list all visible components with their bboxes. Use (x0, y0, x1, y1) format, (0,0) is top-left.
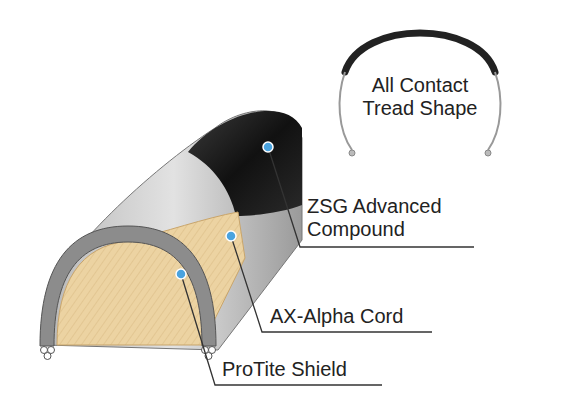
part-name: AX-Alpha Cord (270, 305, 470, 328)
tire-section (40, 226, 216, 346)
part-name: ZSG Advanced Compound (307, 195, 477, 241)
tire-casing (45, 111, 302, 350)
bead (41, 347, 216, 360)
callout-dot (176, 142, 273, 279)
tread-shape-label: All Contact Tread Shape (348, 74, 492, 120)
part-name: ProTite Shield (222, 358, 422, 381)
leader-line (181, 147, 474, 385)
tread-shape-icon (340, 33, 501, 156)
